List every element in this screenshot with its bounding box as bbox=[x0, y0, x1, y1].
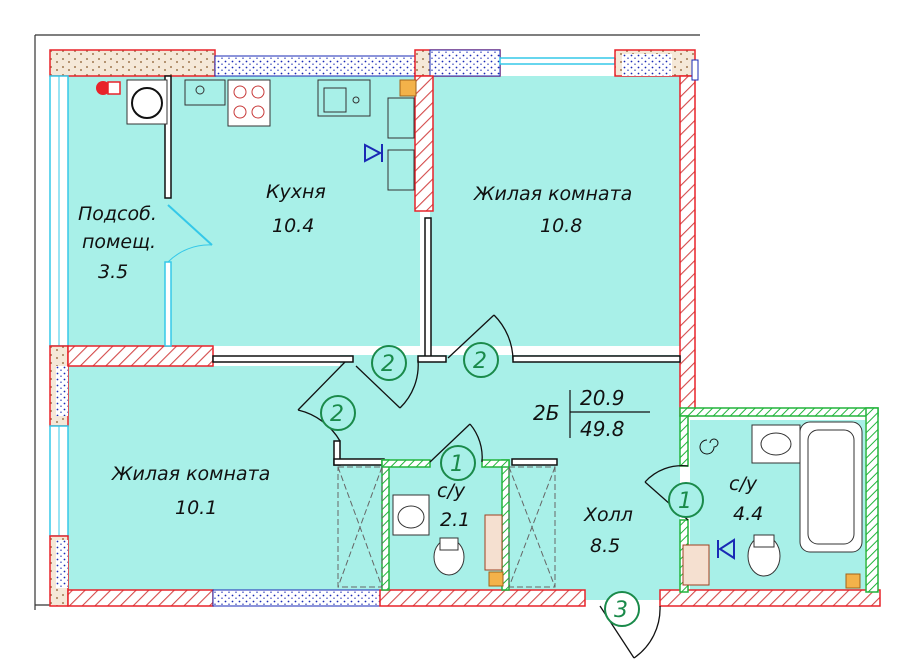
exterior-wall-top bbox=[49, 49, 696, 77]
svg-text:2: 2 bbox=[473, 349, 487, 374]
exterior-wall-left bbox=[49, 75, 69, 607]
exterior-wall-bottom bbox=[67, 589, 881, 607]
apartment-summary: 2Б 20.9 49.8 bbox=[533, 386, 650, 441]
bedroom-bottom-area: 10.1 bbox=[175, 497, 217, 519]
utility-name-2: помещ. bbox=[82, 231, 156, 253]
utility-area: 3.5 bbox=[98, 261, 128, 283]
kitchen-fixtures bbox=[126, 79, 417, 191]
kitchen-name: Кухня bbox=[266, 181, 326, 203]
svg-text:2: 2 bbox=[330, 402, 344, 427]
hall-area: 8.5 bbox=[590, 535, 620, 557]
utility-door bbox=[167, 204, 213, 263]
radiator bbox=[682, 544, 710, 586]
apartment-type: 2Б bbox=[533, 401, 559, 425]
bath-small-area: 2.1 bbox=[440, 509, 470, 531]
ventilation-marker-2-icon bbox=[717, 538, 735, 560]
svg-text:3: 3 bbox=[614, 598, 628, 623]
door-badge-4: 1 bbox=[440, 445, 476, 481]
interior-partitions bbox=[67, 75, 434, 367]
hall-name: Холл bbox=[583, 504, 633, 526]
stove bbox=[227, 79, 271, 127]
ventilation-marker-icon bbox=[364, 143, 383, 163]
bedroom-top-name: Жилая комната bbox=[473, 183, 632, 205]
small-bath-fixtures bbox=[392, 494, 504, 587]
bath-large-name: с/у bbox=[729, 473, 758, 495]
bedroom-bottom-name: Жилая комната bbox=[111, 463, 270, 485]
exterior-wall-right bbox=[679, 59, 699, 417]
room-labels: Подсоб. помещ. 3.5 Кухня 10.4 Жилая комн… bbox=[78, 181, 763, 557]
svg-text:1: 1 bbox=[450, 452, 464, 477]
bathtub bbox=[799, 421, 863, 553]
thin-walls bbox=[164, 75, 681, 466]
door-badge-2: 2 bbox=[463, 342, 499, 378]
bath-large-area: 4.4 bbox=[733, 503, 763, 525]
door-badges: 2 2 2 1 1 3 bbox=[320, 342, 704, 627]
door-badge-6: 3 bbox=[604, 591, 640, 627]
wardrobes bbox=[337, 466, 556, 588]
bath-small-name: с/у bbox=[437, 480, 466, 502]
svg-text:2: 2 bbox=[381, 352, 395, 377]
door-badge-3: 2 bbox=[320, 395, 356, 431]
svg-text:1: 1 bbox=[678, 489, 692, 514]
door-badge-1: 2 bbox=[371, 345, 407, 381]
gas-valve-icon bbox=[96, 81, 121, 95]
appliance-2 bbox=[387, 149, 415, 191]
washbasin-small bbox=[392, 494, 430, 536]
apartment-total-area: 49.8 bbox=[580, 417, 625, 441]
door-badge-5: 1 bbox=[668, 482, 704, 518]
washbasin-large bbox=[751, 424, 801, 464]
kitchen-area: 10.4 bbox=[272, 215, 314, 237]
bedroom-top-area: 10.8 bbox=[540, 215, 582, 237]
towel-rail bbox=[484, 514, 503, 571]
apartment-living-area: 20.9 bbox=[580, 386, 625, 410]
kitchen-sink bbox=[317, 79, 371, 117]
appliance-1 bbox=[387, 97, 415, 139]
utility-name-1: Подсоб. bbox=[78, 203, 157, 225]
large-bath-fixtures bbox=[682, 421, 863, 589]
